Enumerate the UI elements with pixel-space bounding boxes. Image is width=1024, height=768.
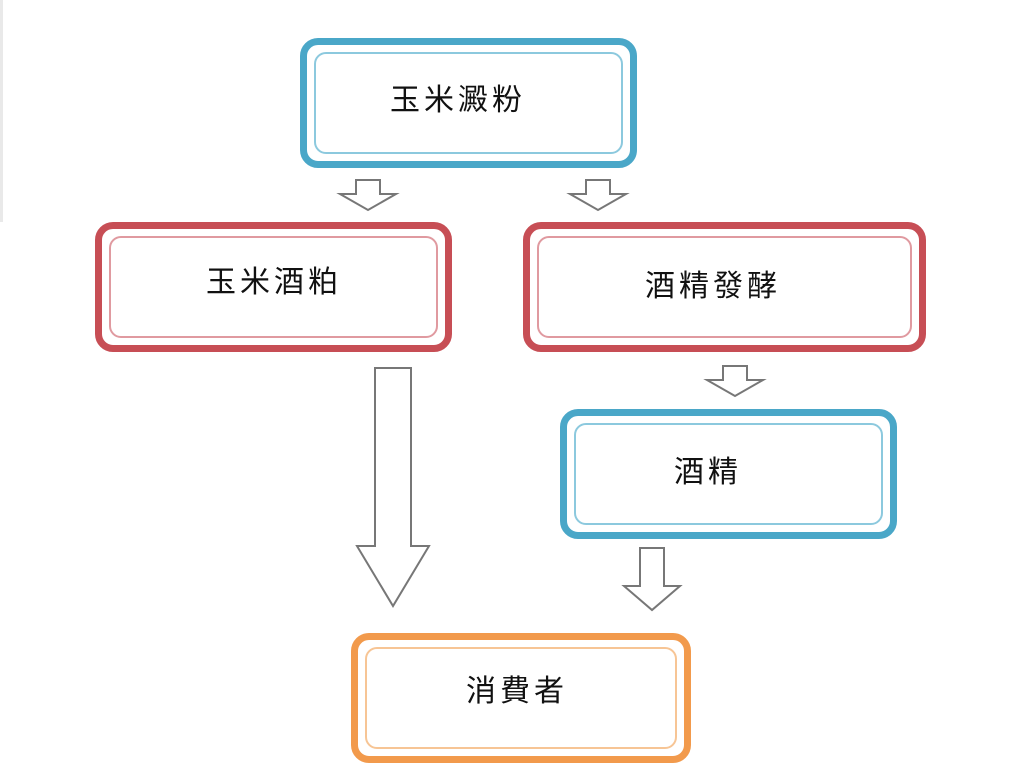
arrow-grains-to-consumer-shape: [355, 367, 431, 608]
arrow-grains-to-consumer: [355, 367, 431, 608]
node-corn-distillers-grains: [95, 222, 452, 352]
node-alcohol-fermentation: [523, 222, 926, 352]
node-corn-distillers-grains-inner-border: [109, 236, 438, 338]
node-corn-starch-inner-border: [314, 52, 623, 154]
node-consumer: [351, 633, 691, 763]
node-alcohol-fermentation-inner-border: [537, 236, 912, 338]
arrow-fermentation-to-alcohol-shape: [703, 365, 767, 398]
arrow-alcohol-to-consumer: [621, 547, 683, 612]
arrow-fermentation-to-alcohol: [703, 365, 767, 398]
node-alcohol: [560, 409, 897, 539]
node-corn-distillers-grains-label: 玉米酒粕: [206, 265, 342, 300]
arrow-alcohol-to-consumer-shape: [621, 547, 683, 612]
node-corn-starch: [300, 38, 637, 168]
node-alcohol-inner-border: [574, 423, 883, 525]
node-alcohol-label: 酒精: [674, 455, 742, 490]
node-corn-starch-label: 玉米澱粉: [390, 83, 526, 118]
arrow-starch-to-grains-shape: [336, 179, 400, 212]
arrow-starch-to-grains: [336, 179, 400, 212]
node-consumer-label: 消費者: [466, 674, 568, 709]
arrow-starch-to-fermentation: [566, 179, 630, 212]
node-alcohol-fermentation-label: 酒精發酵: [645, 269, 781, 304]
node-consumer-inner-border: [365, 647, 677, 749]
left-edge-divider: [0, 0, 3, 222]
arrow-starch-to-fermentation-shape: [566, 179, 630, 212]
